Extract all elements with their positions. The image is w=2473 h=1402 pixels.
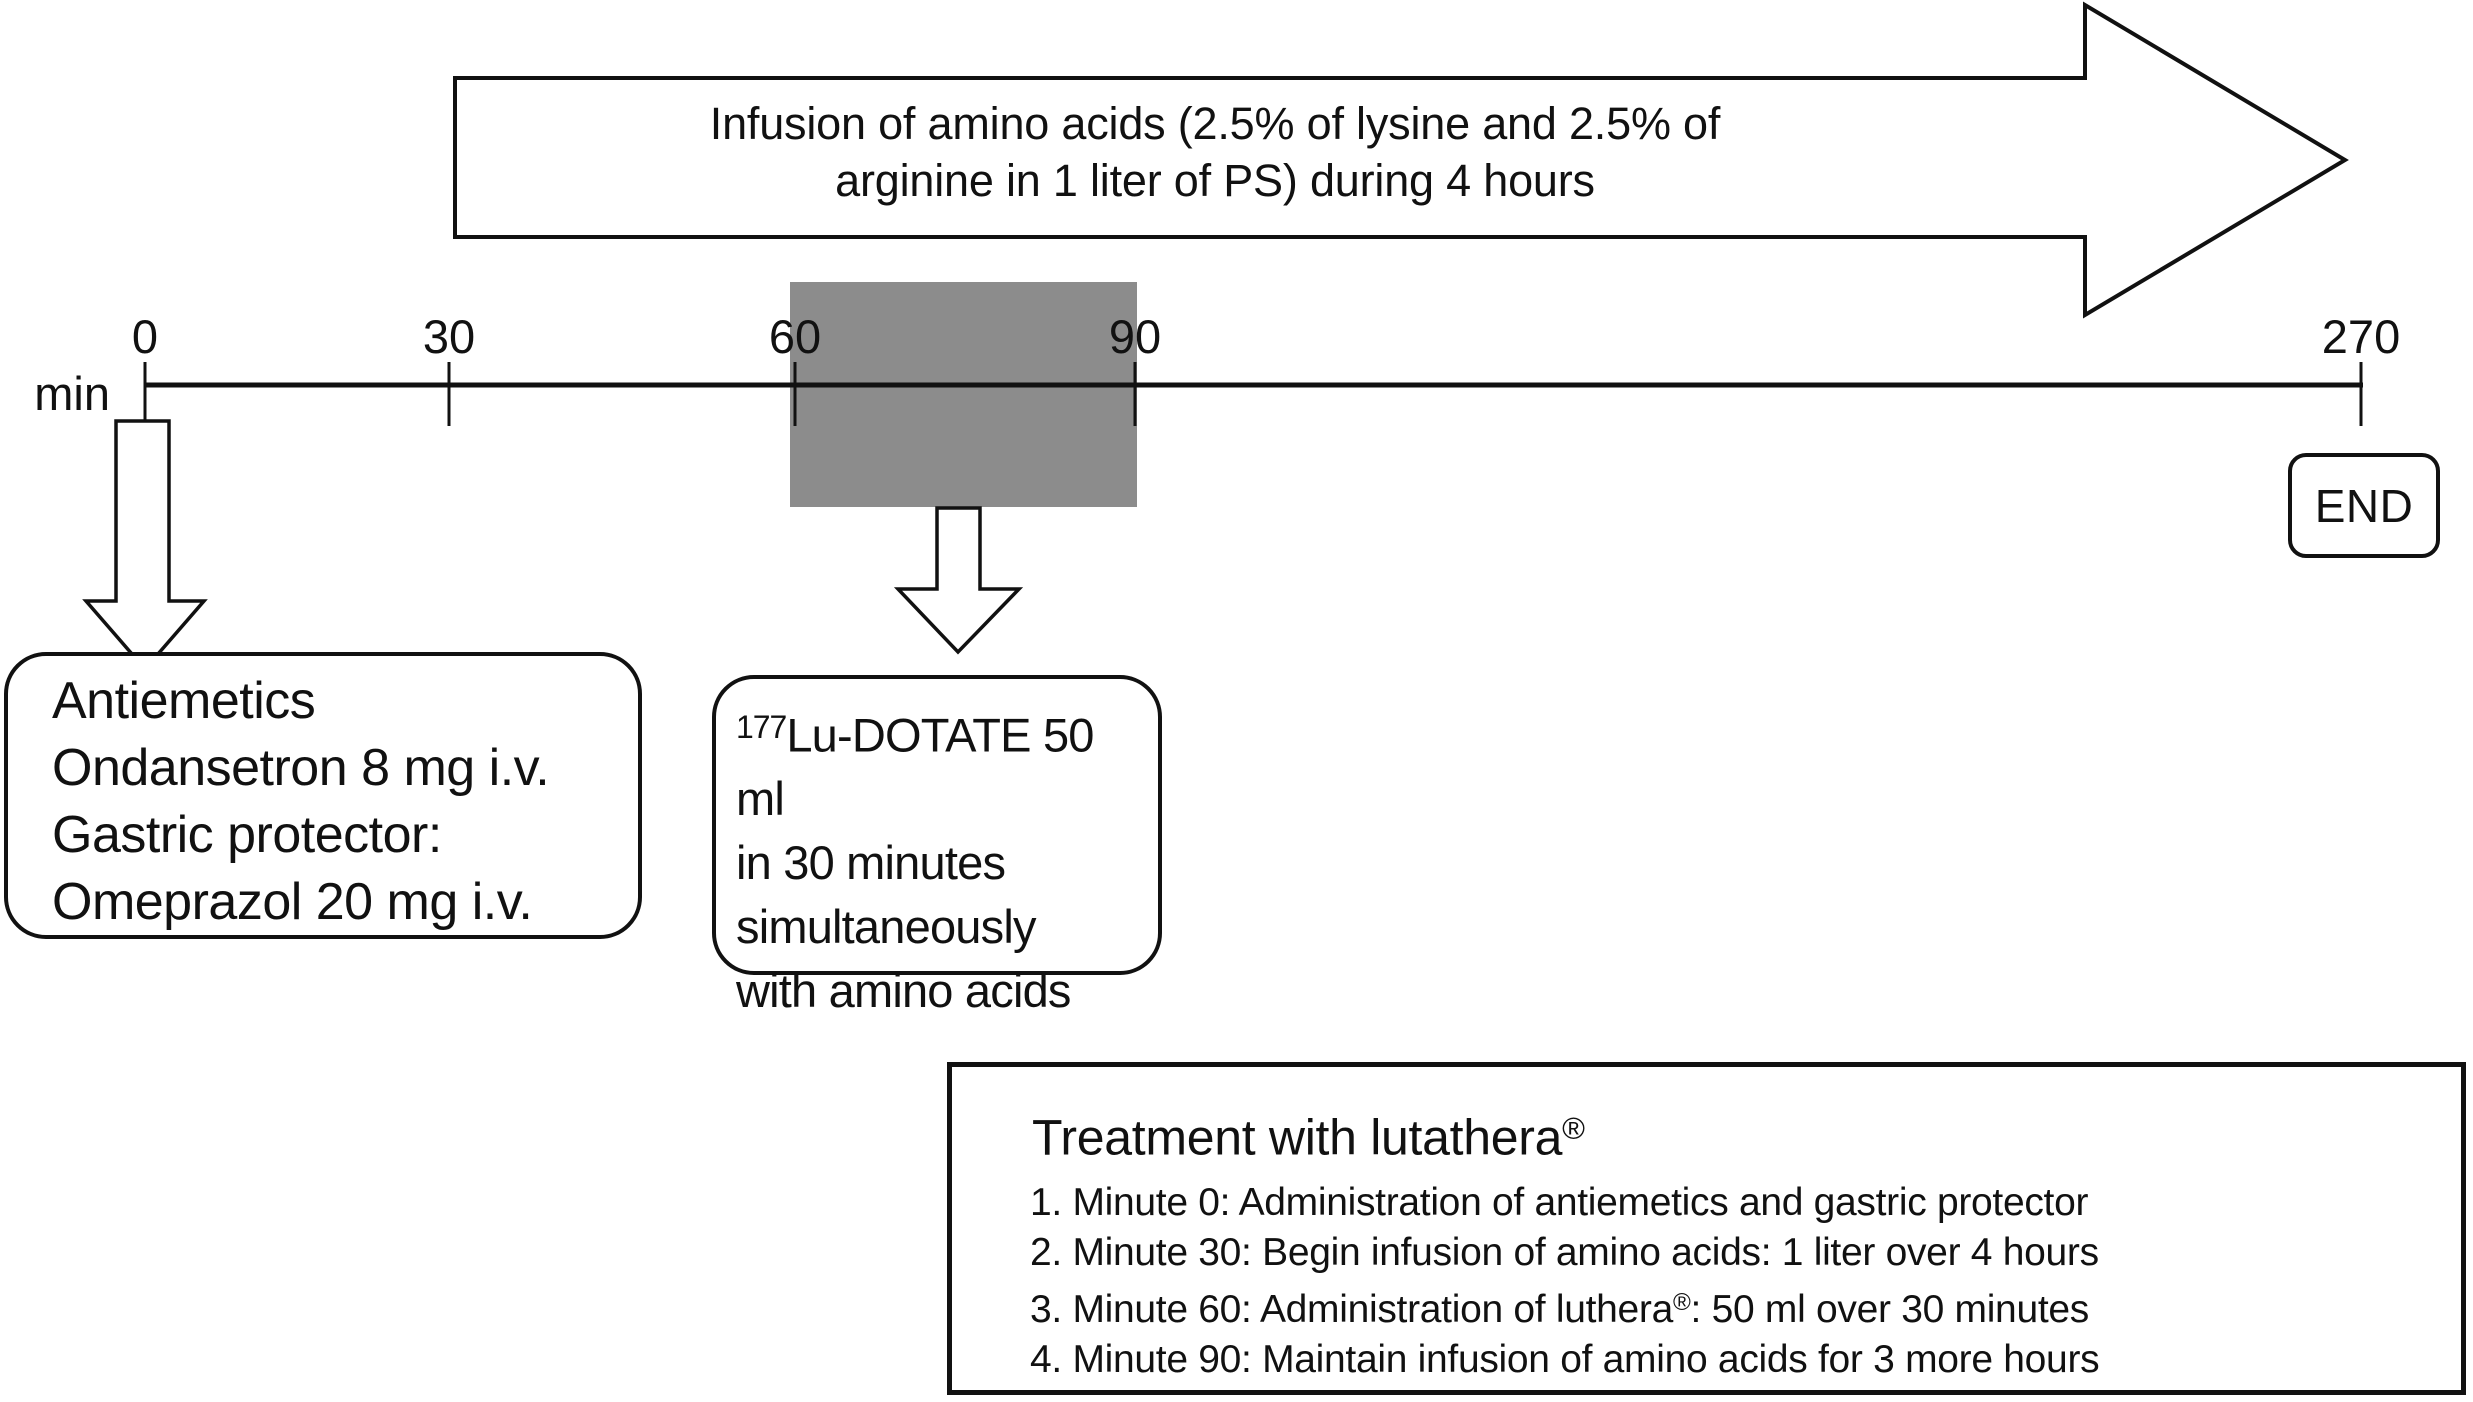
- tick-label-30: 30: [422, 310, 476, 363]
- treatment-step-4: 4. Minute 90: Maintain infusion of amino…: [1030, 1337, 2100, 1381]
- treatment-step-2: 2. Minute 30: Begin infusion of amino ac…: [1030, 1230, 2099, 1274]
- lutathera-box-line1-text: Lu-DOTATE 50 ml: [736, 708, 1094, 826]
- minute0-down-arrow: [82, 419, 208, 672]
- treatment-step-3-registered-symbol: ®: [1673, 1288, 1691, 1316]
- tick-label-60: 60: [768, 310, 822, 363]
- lutathera-down-arrow: [893, 506, 1024, 655]
- antiemetics-box-line3: Gastric protector:: [52, 806, 442, 864]
- lutathera-box-line1: 177Lu-DOTATE 50 ml: [736, 695, 1152, 831]
- isotope-superscript: 177: [736, 709, 787, 745]
- treatment-summary-box: Treatment with lutathera® 1. Minute 0: A…: [947, 1062, 2466, 1395]
- treatment-step-3-post: : 50 ml over 30 minutes: [1690, 1287, 2090, 1331]
- treatment-step-3: 3. Minute 60: Administration of luthera®…: [1030, 1278, 2461, 1335]
- tick-label-270: 270: [2321, 310, 2401, 363]
- antiemetics-box-line2: Ondansetron 8 mg i.v.: [52, 739, 550, 797]
- infusion-arrow-caption-line1: Infusion of amino acids (2.5% of lysine …: [709, 98, 1721, 149]
- lutathera-infusion-window-rect: [790, 282, 1137, 507]
- treatment-step-1: 1. Minute 0: Administration of antiemeti…: [1030, 1180, 2089, 1224]
- antiemetics-box-line4: Omeprazol 20 mg i.v.: [52, 873, 533, 931]
- lutathera-box-line4: with amino acids: [736, 964, 1071, 1018]
- timeline-unit-label: min: [34, 367, 110, 420]
- lutathera-box-line2: in 30 minutes: [736, 836, 1006, 890]
- treatment-step-3-pre: 3. Minute 60: Administration of luthera: [1030, 1287, 1673, 1331]
- lutathera-box: 177Lu-DOTATE 50 ml in 30 minutes simulta…: [712, 675, 1162, 1017]
- treatment-summary-title: Treatment with lutathera®: [1032, 1101, 2461, 1166]
- treatment-summary-title-text: Treatment with lutathera: [1032, 1109, 1563, 1166]
- amino-acid-infusion-arrow-shape: [453, 1, 2349, 319]
- lutathera-box-line3: simultaneously: [736, 900, 1036, 954]
- tick-label-90: 90: [1108, 310, 1162, 363]
- registered-trademark-symbol: ®: [1562, 1111, 1585, 1146]
- end-box: END: [2288, 453, 2440, 558]
- antiemetics-box-line1: Antiemetics: [52, 672, 316, 730]
- tick-label-0: 0: [131, 310, 159, 363]
- infusion-arrow-caption-line2: arginine in 1 liter of PS) during 4 hour…: [835, 155, 1595, 206]
- antiemetics-box: Antiemetics Ondansetron 8 mg i.v. Gastri…: [4, 652, 642, 939]
- end-box-label: END: [2314, 479, 2414, 532]
- infusion-arrow-caption: Infusion of amino acids (2.5% of lysine …: [480, 95, 1950, 209]
- treatment-step-list: 1. Minute 0: Administration of antiemeti…: [1030, 1178, 2461, 1385]
